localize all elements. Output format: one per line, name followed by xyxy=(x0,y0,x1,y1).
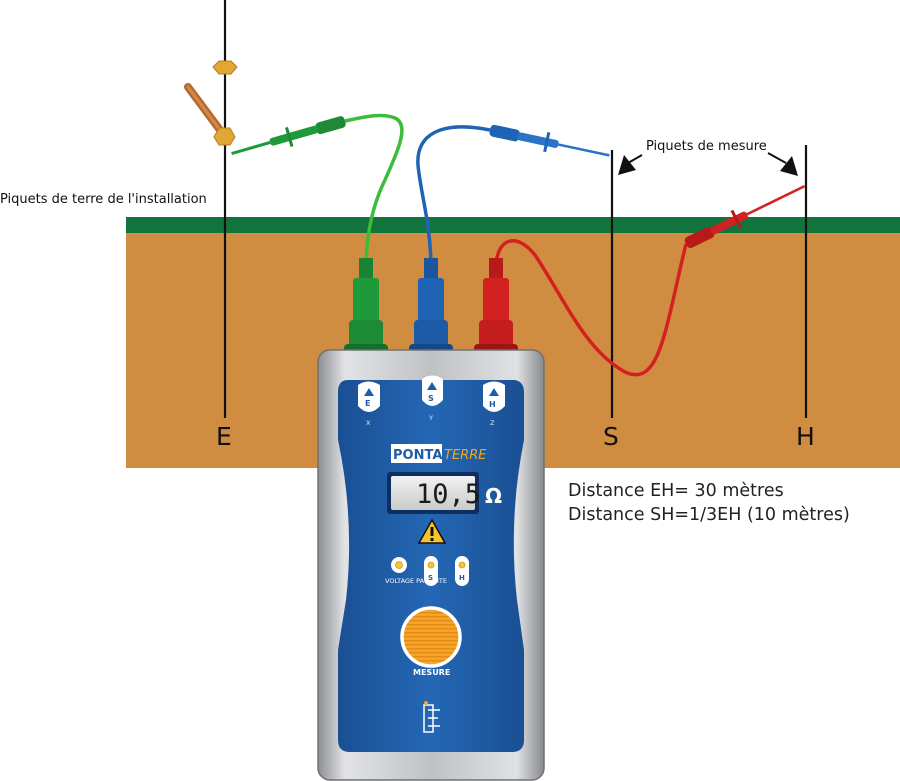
arrow-left-icon xyxy=(618,154,643,175)
green-probe xyxy=(231,116,346,155)
blue-plug xyxy=(409,258,453,354)
svg-text:E: E xyxy=(365,399,370,408)
svg-text:TERRE: TERRE xyxy=(444,448,487,463)
green-cable xyxy=(344,113,404,269)
measure-stakes-label: Piquets de mesure xyxy=(646,139,767,154)
nut-icon xyxy=(212,60,238,75)
svg-text:Y: Y xyxy=(428,414,433,422)
blue-cable xyxy=(416,125,491,269)
svg-text:S: S xyxy=(428,574,433,582)
distance-eh-label: Distance EH= 30 mètres xyxy=(568,481,784,501)
red-cable xyxy=(494,238,688,377)
tester-device: E X S Y H Z PONTA TERRE 10,5 Ω xyxy=(317,349,545,781)
svg-text:PONTA: PONTA xyxy=(393,448,442,463)
terminal-e: E X xyxy=(358,381,380,427)
voltage-parasite-indicator xyxy=(391,557,407,573)
wrench-icon xyxy=(184,83,236,146)
red-plug xyxy=(474,258,518,354)
svg-text:H: H xyxy=(459,574,465,582)
measure-button[interactable] xyxy=(400,606,462,668)
brand-logo-icon xyxy=(423,701,440,733)
installation-stakes-label: Piquets de terre de l'installation xyxy=(0,192,207,207)
lcd-display xyxy=(391,476,475,510)
distance-sh-label: Distance SH=1/3EH (10 mètres) xyxy=(568,505,850,525)
display-value: 10,5 xyxy=(416,479,481,510)
svg-text:Z: Z xyxy=(490,419,495,427)
stake-e-label: E xyxy=(216,422,232,451)
stake-s-label: S xyxy=(603,422,619,451)
svg-text:S: S xyxy=(428,394,434,403)
grass-strip xyxy=(126,217,900,233)
voltage-parasite-label: VOLTAGE PARASITE xyxy=(385,577,447,585)
terminal-s: S Y xyxy=(422,375,443,422)
svg-text:H: H xyxy=(489,400,496,409)
brand-badge: PONTA TERRE xyxy=(391,444,487,463)
arrow-right-icon xyxy=(767,152,798,176)
indicator-s: S xyxy=(424,556,438,586)
unit-ohm: Ω xyxy=(485,484,502,508)
blue-probe xyxy=(489,124,610,157)
red-probe xyxy=(684,185,806,249)
warning-triangle-icon xyxy=(417,518,447,544)
terminal-h: H Z xyxy=(483,381,505,427)
svg-text:X: X xyxy=(366,419,371,427)
measure-button-label: MESURE xyxy=(413,668,450,677)
stake-h-label: H xyxy=(796,422,815,451)
indicator-h: H xyxy=(455,556,469,586)
